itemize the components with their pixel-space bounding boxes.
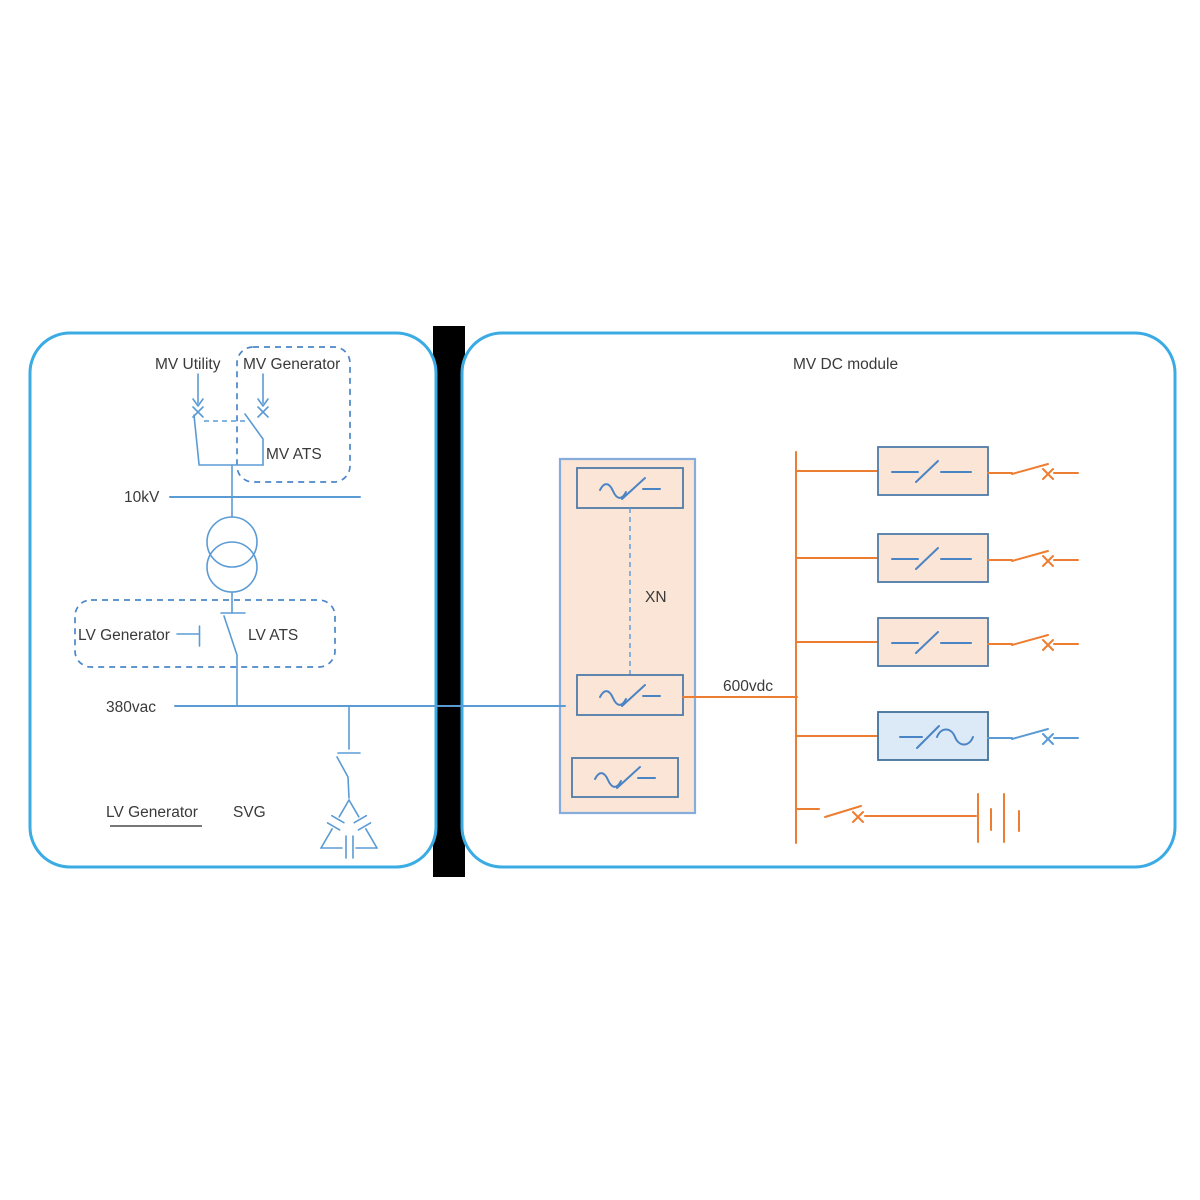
lv-ats-dashed-box: [74, 599, 336, 668]
mv-ats-switch: [193, 413, 264, 518]
acdc-converter-unit-n: [576, 674, 684, 716]
switch-blade: [824, 805, 862, 818]
lv-ats-switch: [220, 612, 246, 707]
svg-delta-capacitor-icon: [320, 799, 378, 859]
dc-ac-inverter-row: [795, 711, 1079, 761]
switch-blade: [336, 756, 350, 799]
mv-generator-label: MV Generator: [243, 356, 340, 373]
lv-bus-voltage-label: 380vac: [106, 699, 156, 716]
battery-icon: [977, 793, 1020, 843]
dc-feeder-row: [795, 617, 1079, 667]
mv-bus-voltage-label: 10kV: [124, 489, 160, 506]
legend-lv-generator-label: LV Generator: [106, 804, 198, 821]
switch-blade: [1011, 550, 1049, 562]
acdc-converter-unit-1: [576, 467, 684, 509]
dc-bus-voltage-label: 600vdc: [723, 678, 773, 695]
lv-ats-label: LV ATS: [248, 627, 298, 644]
switch-blade: [1011, 634, 1049, 646]
lv-generator-contact: [176, 625, 201, 647]
legend-svg-label: SVG: [233, 804, 266, 821]
lv-generator-label: LV Generator: [78, 627, 170, 644]
converter-module-stack: [558, 457, 697, 815]
battery-branch-row: [795, 793, 1020, 843]
transformer-icon: [206, 516, 258, 614]
mv-ats-label: MV ATS: [266, 446, 322, 463]
dcac-inverter-box: [877, 711, 989, 761]
acdc-converter-unit-spare: [571, 757, 679, 798]
dc-feeder-row: [795, 446, 1079, 496]
switch-blade: [1011, 728, 1049, 740]
mv-generator-feeder: [257, 373, 269, 418]
mv-generator-dashed-box: [236, 346, 351, 483]
switch-blade: [1011, 463, 1049, 475]
panel-gap-shadow: [433, 326, 465, 877]
left-panel-ac-system: [28, 331, 438, 869]
svg-branch: [320, 705, 378, 859]
mv-utility-feeder: [192, 373, 204, 418]
mv-utility-label: MV Utility: [155, 356, 221, 373]
right-panel-title: MV DC module: [793, 356, 898, 373]
module-count-label: XN: [645, 589, 667, 606]
dc-feeder-row: [795, 533, 1079, 583]
